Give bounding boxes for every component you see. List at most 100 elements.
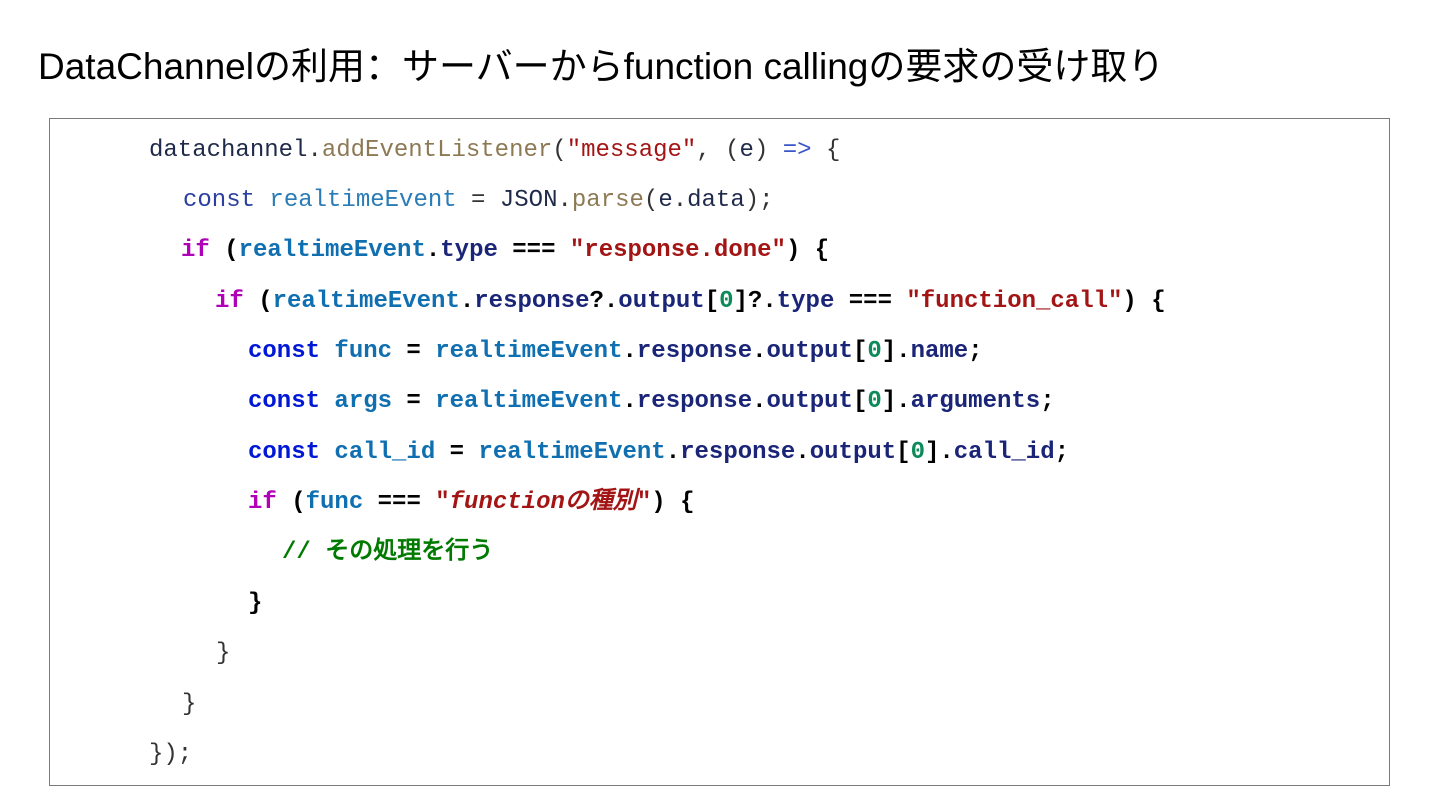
code-token: e — [739, 137, 754, 164]
code-token: JSON — [499, 187, 558, 214]
code-token: datachannel — [149, 137, 308, 164]
code-token: . — [665, 439, 681, 466]
code-token: func — [334, 338, 393, 365]
code-token: if — [181, 237, 210, 264]
code-token: response — [636, 388, 753, 415]
code-token: func — [305, 489, 364, 516]
code-token: const — [248, 388, 321, 415]
code-token: " — [435, 489, 450, 516]
code-line: const call_id = realtimeEvent.response.o… — [248, 438, 1069, 468]
code-line: if (realtimeEvent.response?.output[0]?.t… — [215, 287, 1166, 317]
code-token — [320, 338, 334, 365]
code-token: ]. — [881, 388, 911, 415]
code-line: // その処理を行う — [282, 538, 493, 568]
code-token: args — [334, 388, 393, 415]
code-token: call_id — [953, 439, 1055, 466]
code-token: arguments — [910, 388, 1041, 415]
code-token: realtimeEvent — [435, 388, 623, 415]
code-token: response — [636, 338, 753, 365]
code-token: . — [672, 187, 688, 214]
code-token — [320, 439, 334, 466]
code-line: datachannel.addEventListener("message", … — [149, 136, 840, 166]
code-line: } — [216, 639, 230, 669]
code-token: realtimeEvent — [238, 237, 426, 264]
code-line: if (realtimeEvent.type === "response.don… — [181, 236, 829, 266]
code-token: }); — [149, 741, 193, 768]
code-token: ; — [968, 338, 983, 365]
code-token: = — [456, 187, 500, 214]
code-line: }); — [149, 740, 192, 770]
code-token: . — [557, 187, 572, 214]
code-token: addEventListener — [321, 137, 553, 164]
code-token: [ — [704, 288, 720, 315]
code-token: response — [474, 288, 590, 315]
code-line: const realtimeEvent = JSON.parse(e.data)… — [183, 186, 774, 216]
code-token: . — [459, 288, 475, 315]
code-token: ); — [744, 187, 774, 214]
code-token: = — [392, 338, 436, 365]
code-token: . — [425, 237, 441, 264]
code-token: . — [622, 388, 637, 415]
code-line: } — [182, 690, 196, 720]
code-token: . — [622, 338, 637, 365]
code-token: ) { — [785, 237, 830, 264]
code-token: type — [440, 237, 498, 264]
code-token: realtimeEvent — [478, 439, 666, 466]
code-token: 0 — [910, 439, 925, 466]
code-line: const func = realtimeEvent.response.outp… — [248, 337, 983, 367]
code-token: } — [216, 640, 231, 667]
code-token: , ( — [696, 137, 740, 164]
code-line: const args = realtimeEvent.response.outp… — [248, 387, 1055, 417]
code-block: datachannel.addEventListener("message", … — [49, 118, 1390, 786]
code-token: . — [752, 338, 767, 365]
code-token — [320, 388, 334, 415]
code-token: ?. — [589, 288, 619, 315]
code-token: type — [776, 288, 835, 315]
code-token: . — [307, 137, 322, 164]
code-token: ( — [209, 237, 239, 264]
code-token: // その処理を行う — [282, 539, 494, 566]
code-token: . — [752, 388, 767, 415]
code-token: } — [182, 691, 197, 718]
code-token: output — [766, 388, 853, 415]
code-token: parse — [571, 187, 644, 214]
code-token: ( — [243, 288, 273, 315]
code-token: output — [766, 338, 853, 365]
code-token: } — [248, 590, 263, 617]
code-token: [ — [852, 388, 868, 415]
code-token: [ — [896, 439, 911, 466]
code-token — [255, 187, 269, 214]
code-token: === — [834, 288, 907, 315]
code-token: " — [636, 489, 652, 516]
code-line: if (func === "functionの種別") { — [248, 488, 695, 518]
code-token: ) { — [1122, 288, 1166, 315]
code-token: const — [183, 187, 256, 214]
code-token: 0 — [867, 338, 882, 365]
code-token: "message" — [566, 137, 697, 164]
code-token: functionの種別 — [449, 489, 637, 516]
code-token: { — [811, 137, 841, 164]
code-token: => — [782, 137, 812, 164]
code-token: ( — [643, 187, 659, 214]
code-token: "response.done" — [569, 237, 786, 264]
code-token: 0 — [719, 288, 734, 315]
code-token: data — [687, 187, 745, 214]
code-token: realtimeEvent — [435, 338, 623, 365]
code-token: e — [658, 187, 673, 214]
code-token: if — [215, 288, 244, 315]
code-token: = — [392, 388, 436, 415]
code-token: ) — [753, 137, 783, 164]
code-token: ) { — [651, 489, 695, 516]
code-token: ]?. — [733, 288, 777, 315]
code-token: output — [809, 439, 897, 466]
slide-title: DataChannelの利用：サーバーからfunction callingの要求… — [38, 46, 1165, 87]
code-token: ]. — [924, 439, 954, 466]
code-token: const — [248, 439, 321, 466]
code-token: = — [435, 439, 479, 466]
code-token: ( — [276, 489, 306, 516]
code-token: === — [497, 237, 570, 264]
code-token: ]. — [881, 338, 911, 365]
code-token: [ — [852, 338, 868, 365]
code-token: call_id — [334, 439, 436, 466]
code-token: === — [363, 489, 436, 516]
